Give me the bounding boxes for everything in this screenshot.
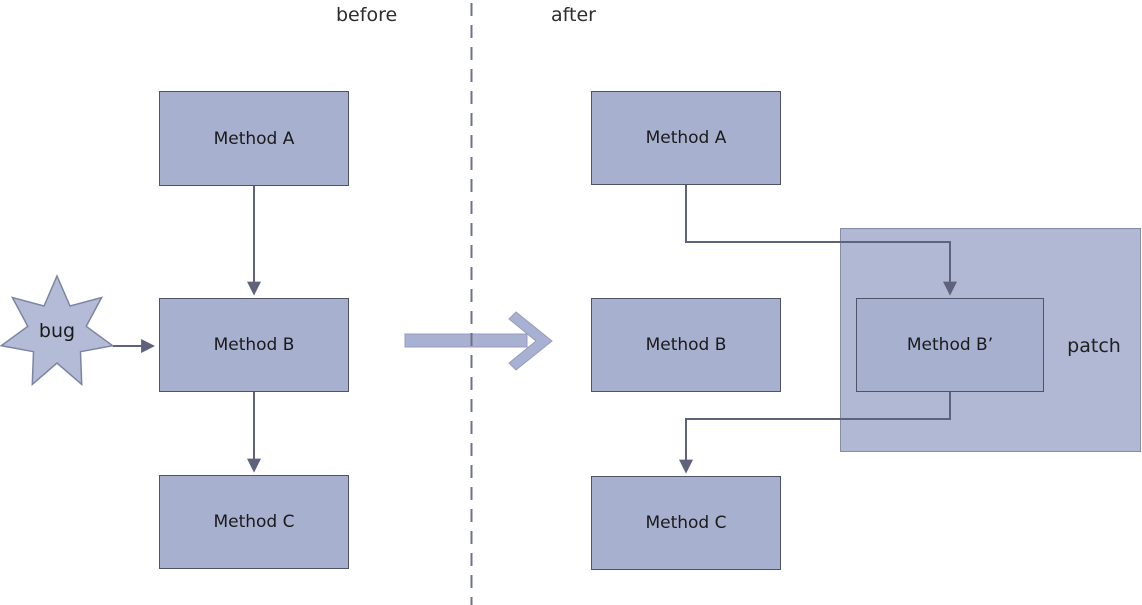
node-method-c-before: Method C xyxy=(159,475,349,569)
node-method-b-before-label: Method B xyxy=(213,335,295,355)
node-method-b-prime: Method B’ xyxy=(856,298,1044,392)
node-method-b-after-label: Method B xyxy=(645,335,727,355)
node-method-c-after: Method C xyxy=(591,476,781,570)
node-method-b-after: Method B xyxy=(591,298,781,392)
transition-arrow-shaft xyxy=(404,333,528,348)
transition-arrow-chevron xyxy=(508,311,553,371)
transition-arrow-icon xyxy=(404,311,553,371)
patch-label: patch xyxy=(1067,335,1121,357)
node-method-c-before-label: Method C xyxy=(213,512,295,532)
bug-label: bug xyxy=(38,320,76,342)
node-method-a-before-label: Method A xyxy=(213,128,295,149)
node-method-a-after-label: Method A xyxy=(645,128,727,148)
section-label-after: after xyxy=(551,4,596,26)
node-method-c-after-label: Method C xyxy=(645,513,727,533)
node-method-b-prime-label: Method B’ xyxy=(906,335,994,355)
section-label-before: before xyxy=(336,4,398,26)
node-method-a-after: Method A xyxy=(591,91,781,185)
node-method-b-before: Method B xyxy=(159,298,349,392)
node-method-a-before: Method A xyxy=(159,91,349,186)
